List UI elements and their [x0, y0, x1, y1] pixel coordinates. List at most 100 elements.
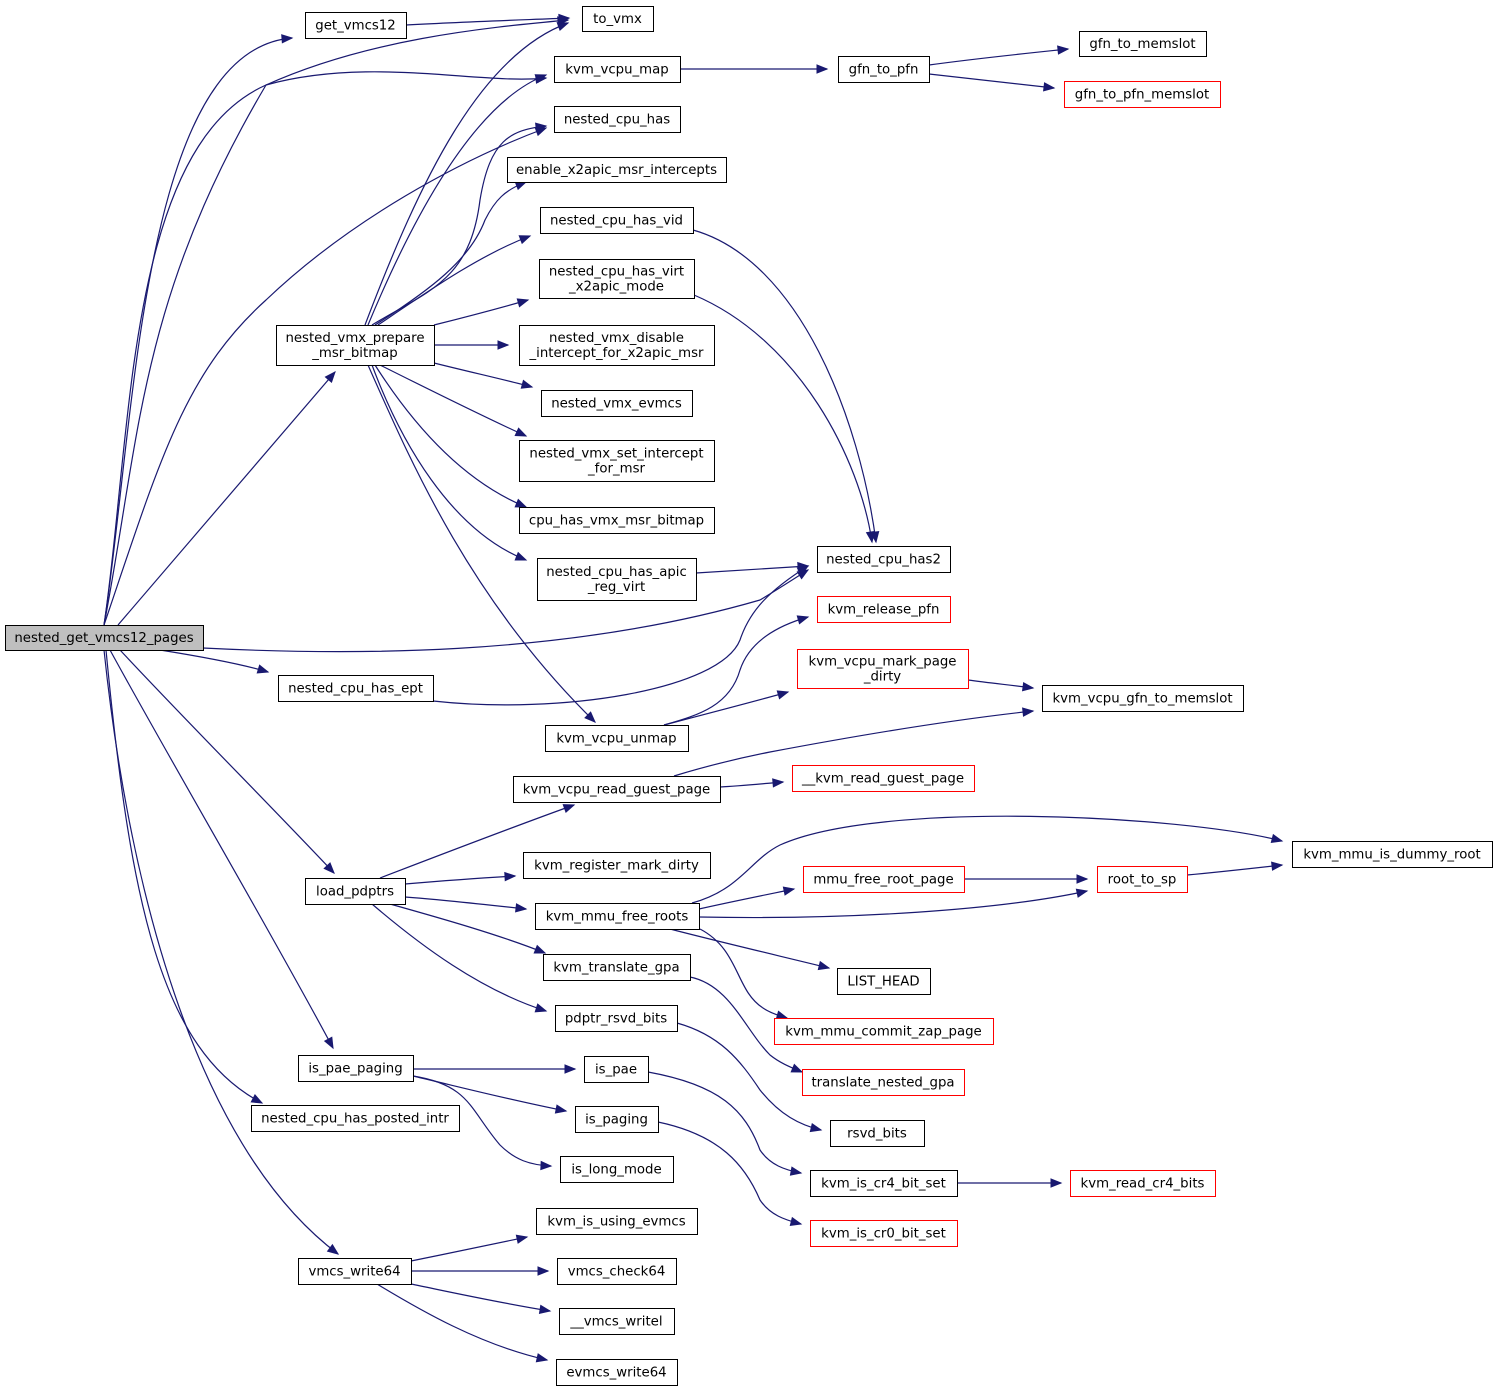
- edges-layer: [103, 13, 1284, 1363]
- edge-arrowhead: [1043, 82, 1056, 92]
- function-node-to-vmx[interactable]: to_vmx: [582, 6, 654, 32]
- edge-line: [367, 74, 547, 326]
- function-node-translate-nested-gpa[interactable]: translate_nested_gpa: [802, 1069, 965, 1096]
- function-node-set-intercept[interactable]: nested_vmx_set_intercept_for_msr: [519, 440, 715, 482]
- edge-arrowhead: [789, 1216, 803, 1227]
- edge-vmcs_write64-to-evmcs_write64: [376, 1283, 549, 1363]
- function-node-kvm-release-pfn[interactable]: kvm_release_pfn: [817, 596, 951, 623]
- node-label: nested_cpu_has_posted_intr: [261, 1112, 449, 1127]
- function-node-nested-cpu-has-vid[interactable]: nested_cpu_has_vid: [540, 207, 694, 234]
- function-node-commit-zap-page[interactable]: kvm_mmu_commit_zap_page: [774, 1018, 994, 1045]
- edge-arrowhead: [533, 944, 547, 954]
- edge-prepare_msr_bitmap-to-disable_intercept: [433, 340, 510, 350]
- edge-mmu_free_root_page-to-root_to_sp: [964, 874, 1089, 884]
- function-node-nested-cpu-has-ept[interactable]: nested_cpu_has_ept: [278, 675, 434, 702]
- edge-arrowhead: [1075, 888, 1089, 898]
- function-node-mark-page-dirty[interactable]: kvm_vcpu_mark_page_dirty: [797, 649, 969, 689]
- function-node-gfn-to-pfn-memslot[interactable]: gfn_to_pfn_memslot: [1064, 81, 1221, 108]
- edge-read_guest_page-to-__kvm_read_guest_page: [719, 778, 785, 788]
- node-label: get_vmcs12: [315, 19, 395, 34]
- function-node-rsvd-bits[interactable]: rsvd_bits: [830, 1120, 925, 1147]
- node-label: _intercept_for_x2apic_msr: [529, 346, 705, 361]
- function-node-kvm-is-cr0-bit-set[interactable]: kvm_is_cr0_bit_set: [810, 1220, 958, 1247]
- function-node-kvm-translate-gpa[interactable]: kvm_translate_gpa: [543, 954, 691, 981]
- edge-prepare_msr_bitmap-to-cpu_has_vmx_msr_bitmap: [374, 364, 528, 508]
- node-box: [1070, 1170, 1216, 1197]
- function-node-kvm-vcpu-map[interactable]: kvm_vcpu_map: [554, 56, 681, 83]
- node-label: kvm_mmu_is_dummy_root: [1303, 848, 1480, 863]
- function-node-nested-vmx-evmcs[interactable]: nested_vmx_evmcs: [541, 390, 693, 417]
- function-node-dummy-root[interactable]: kvm_mmu_is_dummy_root: [1292, 841, 1493, 868]
- function-node-read-guest-page[interactable]: kvm_vcpu_read_guest_page: [513, 776, 721, 803]
- node-box: [837, 968, 931, 995]
- edge-arrowhead: [1270, 833, 1284, 843]
- function-node-mmu-free-root-page[interactable]: mmu_free_root_page: [803, 866, 965, 893]
- function-node-pdptr-rsvd-bits[interactable]: pdptr_rsvd_bits: [555, 1005, 678, 1032]
- node-label: gfn_to_pfn: [849, 63, 919, 78]
- edge-nested_cpu_has_ept-to-nested_cpu_has2: [432, 565, 810, 706]
- edge-arrowhead: [250, 1093, 264, 1104]
- function-node-nested-cpu-has-virt[interactable]: nested_cpu_has_virt_x2apic_mode: [539, 259, 695, 299]
- edge-pdptr_rsvd_bits-to-rsvd_bits: [676, 1022, 823, 1133]
- node-label: vmcs_write64: [308, 1265, 400, 1280]
- edge-prepare_msr_bitmap-to-set_intercept: [379, 364, 528, 437]
- node-box: [251, 1105, 460, 1132]
- function-node-is-paging[interactable]: is_paging: [575, 1106, 659, 1133]
- edge-arrowhead: [776, 690, 790, 700]
- function-node-LIST-HEAD[interactable]: LIST_HEAD: [837, 968, 931, 995]
- root-function-node[interactable]: nested_get_vmcs12_pages: [5, 625, 204, 651]
- edge-root-to-prepare_msr_bitmap: [117, 370, 336, 626]
- edge-root-to-vmcs_write64: [103, 649, 340, 1255]
- edge-line: [404, 896, 527, 910]
- node-box: [507, 157, 727, 183]
- function-node-kvm-is-using-evmcs[interactable]: kvm_is_using_evmcs: [536, 1208, 698, 1235]
- function-node-register-mark-dirty[interactable]: kvm_register_mark_dirty: [523, 852, 711, 879]
- function-node-kvm-read-cr4-bits[interactable]: kvm_read_cr4_bits: [1070, 1170, 1216, 1197]
- function-node-kvm-vcpu-unmap[interactable]: kvm_vcpu_unmap: [545, 725, 689, 752]
- function-node-is-pae-paging[interactable]: is_pae_paging: [298, 1055, 414, 1082]
- edge-mark_page_dirty-to-gfn_to_memslot_vcpu: [967, 679, 1035, 692]
- function-node-kvm-mmu-free-roots[interactable]: kvm_mmu_free_roots: [535, 903, 700, 930]
- function-node-prepare-msr-bitmap[interactable]: nested_vmx_prepare_msr_bitmap: [276, 325, 435, 366]
- function-node-gfn-to-memslot[interactable]: gfn_to_memslot: [1079, 31, 1207, 57]
- function-node-cpu-has-vmx-msr-bitmap[interactable]: cpu_has_vmx_msr_bitmap: [519, 507, 715, 534]
- function-node-enable-x2apic[interactable]: enable_x2apic_msr_intercepts: [507, 157, 727, 183]
- node-label: LIST_HEAD: [847, 975, 919, 990]
- node-label: pdptr_rsvd_bits: [565, 1012, 667, 1027]
- function-node-nested-cpu-has[interactable]: nested_cpu_has: [554, 106, 681, 133]
- edge-line: [389, 903, 546, 954]
- function-node-vmcs-write64[interactable]: vmcs_write64: [298, 1258, 412, 1285]
- edge-arrowhead: [1022, 707, 1035, 717]
- node-label: load_pdptrs: [316, 885, 394, 900]
- node-box: [774, 1018, 994, 1045]
- function-node-is-long-mode[interactable]: is_long_mode: [560, 1156, 674, 1183]
- function-node-nested-cpu-has2[interactable]: nested_cpu_has2: [817, 546, 951, 573]
- function-node-disable-intercept[interactable]: nested_vmx_disable_intercept_for_x2apic_…: [519, 325, 715, 366]
- function-node-get-vmcs12[interactable]: get_vmcs12: [305, 12, 407, 39]
- function-node-is-pae[interactable]: is_pae: [584, 1056, 649, 1083]
- function-node-nested-cpu-has-posted-intr[interactable]: nested_cpu_has_posted_intr: [251, 1105, 460, 1132]
- function-node-kvm-is-cr4-bit-set[interactable]: kvm_is_cr4_bit_set: [810, 1170, 958, 1197]
- node-label: nested_cpu_has_virt: [549, 265, 684, 280]
- function-node---kvm-read-guest-page[interactable]: __kvm_read_guest_page: [792, 765, 975, 792]
- node-box: [1079, 31, 1207, 57]
- edge-arrowhead: [515, 903, 528, 913]
- function-node-root-to-sp[interactable]: root_to_sp: [1097, 866, 1188, 893]
- node-box: [817, 546, 951, 573]
- function-node-gfn-to-memslot-vcpu[interactable]: kvm_vcpu_gfn_to_memslot: [1042, 685, 1244, 712]
- edge-root-to-is_pae_paging: [109, 649, 334, 1050]
- node-label: evmcs_write64: [566, 1366, 666, 1381]
- edge-arrowhead: [514, 551, 528, 561]
- node-box: [298, 1055, 414, 1082]
- function-node-vmcs-check64[interactable]: vmcs_check64: [557, 1258, 677, 1285]
- function-node-evmcs-write64[interactable]: evmcs_write64: [556, 1359, 678, 1386]
- function-node-gfn-to-pfn[interactable]: gfn_to_pfn: [838, 56, 930, 83]
- edge-root-to-load_pdptrs: [119, 649, 335, 874]
- node-box: [5, 625, 204, 651]
- function-node-apic-reg-virt[interactable]: nested_cpu_has_apic_reg_virt: [537, 558, 697, 601]
- node-label: mmu_free_root_page: [813, 873, 953, 888]
- edge-line: [377, 235, 531, 326]
- function-node---vmcs-writel[interactable]: __vmcs_writel: [559, 1308, 675, 1335]
- edge-prepare_msr_bitmap-to-enable_x2apic: [374, 181, 528, 326]
- function-node-load-pdptrs[interactable]: load_pdptrs: [305, 878, 406, 905]
